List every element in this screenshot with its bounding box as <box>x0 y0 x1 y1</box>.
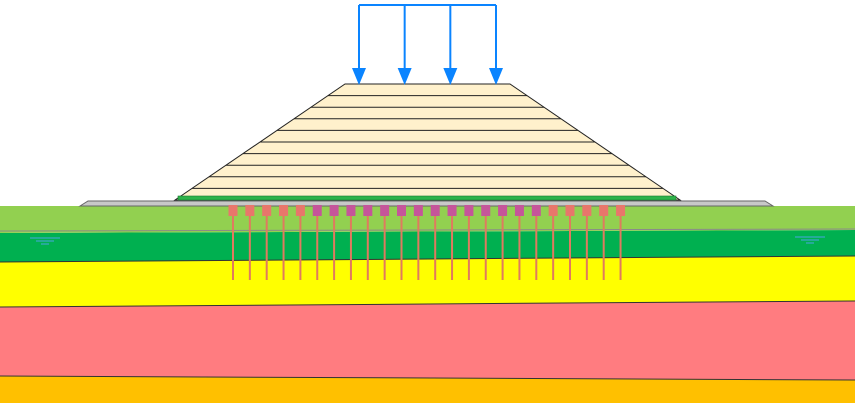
column-cap <box>262 205 272 216</box>
column-cap <box>279 205 289 216</box>
reinforcement-column <box>582 205 592 280</box>
layer-boundaries <box>0 255 855 381</box>
column-cap <box>329 205 339 216</box>
reinforcement-column <box>531 205 541 280</box>
reinforcement-column <box>380 205 390 280</box>
load-arrow <box>352 5 366 85</box>
soil-layer-5 <box>0 376 855 403</box>
reinforcement-column <box>295 205 305 280</box>
column-cap <box>565 205 575 216</box>
reinforcement-column <box>481 205 491 280</box>
column-cap <box>447 205 457 216</box>
soil-layer-4 <box>0 301 855 380</box>
column-cap <box>312 205 322 216</box>
reinforcement-column <box>346 205 356 280</box>
layer-boundary-line <box>0 228 855 232</box>
soil-layer-3 <box>0 256 855 307</box>
reinforcement-column <box>329 205 339 280</box>
reinforcement-column <box>228 205 238 280</box>
column-cap <box>380 205 390 216</box>
embankment-layer-lines <box>192 95 663 189</box>
reinforcement-column <box>514 205 524 280</box>
reinforcement-column <box>279 205 289 280</box>
reinforcement-column <box>616 205 626 280</box>
reinforcement-column <box>599 205 609 280</box>
load-arrow <box>489 5 503 85</box>
reinforcement-column <box>548 205 558 280</box>
load-arrow <box>443 5 458 85</box>
column-cap <box>228 205 238 216</box>
load-arrow <box>397 5 412 85</box>
reinforcement-column <box>312 205 322 280</box>
reinforcement-column <box>397 205 406 280</box>
column-cap <box>616 205 626 216</box>
reinforcement-column <box>262 205 272 280</box>
column-cap <box>346 205 356 216</box>
column-cap <box>245 205 255 216</box>
surcharge-load <box>352 4 503 85</box>
working-platform <box>78 200 775 207</box>
column-cap <box>498 205 508 216</box>
reinforcement-column <box>363 205 373 280</box>
reinforcement-column <box>245 205 255 280</box>
column-cap <box>514 205 524 216</box>
column-cap <box>599 205 609 216</box>
column-cap <box>531 205 541 216</box>
geotextile-layer <box>177 195 677 201</box>
column-cap <box>413 205 423 216</box>
groundwater-marker-left <box>30 237 60 245</box>
topsoil-layer <box>0 206 855 233</box>
reinforcement-column <box>464 205 474 280</box>
reinforcement-column <box>413 205 423 280</box>
soil-layer-2 <box>0 230 855 262</box>
reinforcement-column <box>430 205 440 280</box>
reinforcement-columns <box>228 205 626 280</box>
column-cap <box>430 205 440 216</box>
column-cap <box>548 205 558 216</box>
column-cap <box>295 205 305 216</box>
reinforcement-column <box>498 205 508 280</box>
column-cap <box>363 205 373 216</box>
column-cap <box>582 205 592 216</box>
reinforcement-column <box>565 205 575 280</box>
column-cap <box>397 205 406 216</box>
reinforcement-column <box>447 205 457 280</box>
groundwater-marker-right <box>795 236 825 244</box>
column-cap <box>464 205 474 216</box>
column-cap <box>481 205 491 216</box>
